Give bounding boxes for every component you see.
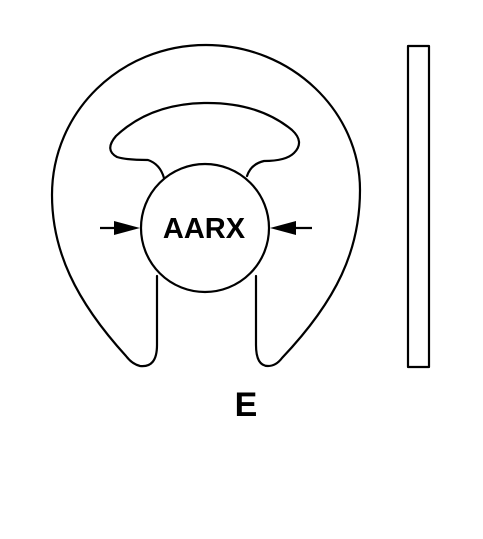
- center-label: AARX: [163, 213, 246, 245]
- left-arrow-head: [114, 221, 140, 235]
- right-arrow-head: [270, 221, 296, 235]
- shaft-circle: [139, 162, 271, 294]
- ring-outline: [50, 43, 362, 368]
- ring-side-view: [406, 44, 431, 369]
- type-label: E: [235, 386, 258, 424]
- inner-cutout-outline: [109, 101, 301, 180]
